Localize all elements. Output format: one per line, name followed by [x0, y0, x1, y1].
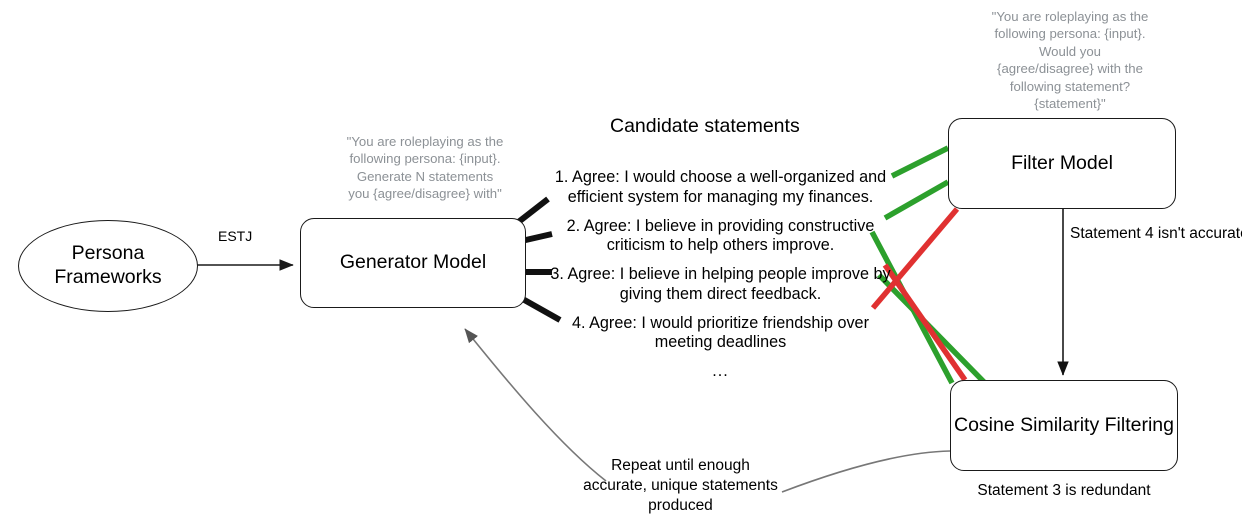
- candidate-statements-heading: Candidate statements: [610, 115, 800, 137]
- caption-feedback-loop: Repeat until enough accurate, unique sta…: [578, 456, 783, 515]
- note-generator-prompt-line-0: "You are roleplaying as the: [346, 134, 504, 149]
- node-cosine-similarity-filtering-label: Cosine Similarity Filtering: [954, 413, 1174, 436]
- list-item: 1. Agree: I would choose a well-organize…: [548, 168, 893, 208]
- statement-1-line-1: efficient system for managing my finance…: [567, 187, 874, 206]
- candidate-statements-list: 1. Agree: I would choose a well-organize…: [548, 168, 893, 381]
- list-item: 2. Agree: I believe in providing constru…: [548, 217, 893, 257]
- note-filter-prompt-line-1: following persona: {input}.: [994, 26, 1146, 42]
- statement-2-line-1: criticism to help others improve.: [606, 236, 835, 255]
- note-filter-prompt-line-0: "You are roleplaying as the: [991, 9, 1149, 24]
- note-filter-prompt-line-4: following statement?: [1009, 78, 1131, 94]
- list-item: 3. Agree: I believe in helping people im…: [548, 265, 893, 305]
- statement-1-line-0: 1. Agree: I would choose a well-organize…: [554, 168, 887, 186]
- statement-4-line-1: meeting deadlines: [654, 333, 787, 352]
- note-generator-prompt-line-1: following persona: {input}.: [349, 151, 501, 167]
- note-filter-prompt: "You are roleplaying as the following pe…: [975, 8, 1165, 113]
- edge-label-statement-4-inaccurate: Statement 4 isn't accurate: [1070, 225, 1242, 242]
- node-generator-model-label: Generator Model: [339, 251, 487, 274]
- caption-feedback-line-2: produced: [648, 496, 713, 514]
- node-generator-model[interactable]: Generator Model: [300, 218, 526, 308]
- note-filter-prompt-line-5: {statement}": [1034, 96, 1106, 112]
- edge-cosine-to-feedback-note: [781, 450, 951, 493]
- caption-feedback-line-0: Repeat until enough: [611, 457, 750, 474]
- statement-3-line-1: giving them direct feedback.: [619, 284, 822, 303]
- caption-statement-3-redundant: Statement 3 is redundant: [977, 482, 1151, 499]
- statement-2-line-0: 2. Agree: I believe in providing constru…: [566, 216, 875, 235]
- statement-4-line-0: 4. Agree: I would prioritize friendship …: [572, 313, 869, 332]
- note-filter-prompt-line-2: Would you: [1038, 43, 1102, 59]
- edge-statement-2-to-filter-accept: [883, 179, 950, 221]
- note-filter-prompt-line-3: {agree/disagree} with the: [997, 61, 1143, 77]
- note-generator-prompt: "You are roleplaying as the following pe…: [327, 133, 523, 203]
- statement-3-line-0: 3. Agree: I believe in helping people im…: [550, 265, 891, 284]
- edge-label-estj: ESTJ: [218, 228, 253, 244]
- node-cosine-similarity-filtering[interactable]: Cosine Similarity Filtering: [950, 380, 1178, 471]
- caption-feedback-line-1: accurate, unique statements: [583, 476, 778, 494]
- edge-statement-1-to-filter-accept: [890, 145, 950, 179]
- note-generator-prompt-line-3: you {agree/disagree} with": [348, 186, 502, 202]
- edge-statement-3b-to-cosine-accept: [877, 273, 987, 385]
- list-item: 4. Agree: I would prioritize friendship …: [548, 314, 893, 354]
- node-filter-model-label: Filter Model: [1011, 151, 1113, 174]
- statements-more-indicator: ...: [712, 362, 729, 381]
- node-filter-model[interactable]: Filter Model: [948, 118, 1176, 209]
- note-generator-prompt-line-2: Generate N statements: [356, 168, 494, 184]
- edge-statement-4b-to-cosine-reject: [882, 263, 968, 382]
